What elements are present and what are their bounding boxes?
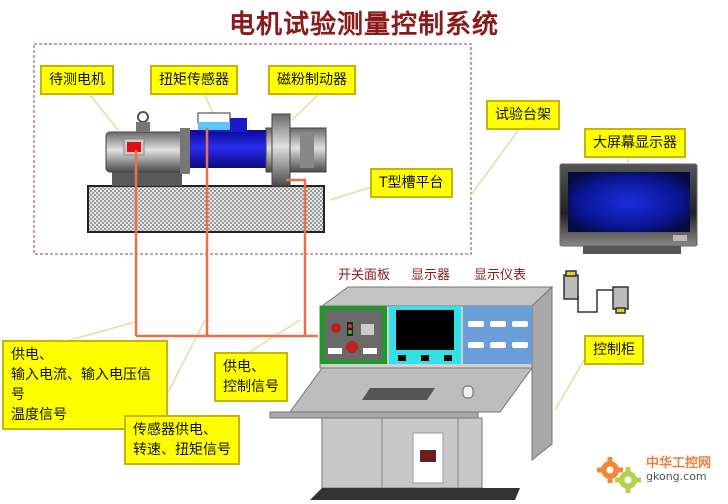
label-test-bench: 试验台架 (486, 100, 560, 130)
sensor-signal-line: 传感器供电、 (133, 422, 217, 438)
label-torque-sensor: 扭矩传感器 (150, 65, 238, 95)
cable-connectors (563, 270, 629, 314)
motor-signal-line: 供电、 (11, 347, 53, 363)
motor-under-test (105, 111, 190, 186)
large-display-monitor (559, 163, 698, 254)
logo-text-en: gkong.com (646, 470, 707, 483)
sensor-signal-line: 转速、扭矩信号 (133, 442, 231, 458)
torque-sensor (190, 112, 266, 168)
label-large-display: 大屏幕显示器 (584, 128, 686, 158)
control-cabinet (269, 285, 554, 500)
motor-indicator (127, 142, 141, 152)
label-brake-signals: 供电、 控制信号 (214, 352, 288, 402)
gkong-logo: 中华工控网 gkong.com (594, 450, 724, 496)
panel-meters (463, 306, 532, 364)
diagram-title: 电机试验测量控制系统 (228, 10, 499, 40)
label-control-cabinet: 控制柜 (584, 335, 644, 365)
motor-signal-line: 温度信号 (11, 407, 67, 423)
brake-signal-line: 供电、 (223, 359, 265, 375)
panel-label-switch: 开关面板 (338, 268, 391, 283)
test-bench-frame (33, 43, 472, 255)
label-sensor-signals: 传感器供电、 转速、扭矩信号 (124, 415, 240, 465)
magnetic-brake (265, 113, 327, 187)
motor-signal-line: 输入电流、输入电压信号 (11, 367, 151, 403)
monitor-screen (568, 172, 690, 232)
label-motor-signals: 供电、 输入电流、输入电压信号 温度信号 (2, 340, 168, 430)
label-magnetic-brake: 磁粉制动器 (268, 65, 356, 95)
panel-label-display: 显示器 (411, 268, 451, 283)
gear-icon (597, 457, 641, 493)
logo-text-cn: 中华工控网 (646, 456, 712, 471)
panel-label-meters: 显示仪表 (474, 268, 527, 283)
signal-cables (134, 128, 318, 338)
label-motor-under-test: 待测电机 (40, 65, 114, 95)
label-t-slot-platform: T型槽平台 (370, 168, 453, 198)
brake-signal-line: 控制信号 (223, 379, 279, 395)
